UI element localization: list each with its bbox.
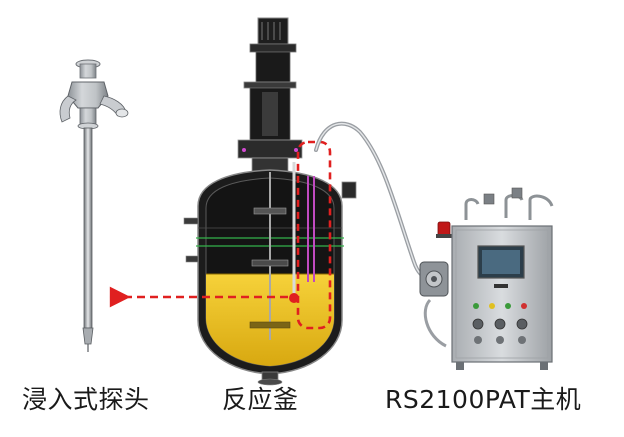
host-caption: RS2100PAT主机 <box>385 385 582 414</box>
reactor-vessel-icon <box>183 17 357 386</box>
analyzer-cabinet-icon <box>419 187 554 370</box>
immersion-probe-icon <box>59 59 129 352</box>
reactor-caption: 反应釜 <box>222 385 299 414</box>
probe-caption: 浸入式探头 <box>22 385 150 414</box>
probe-insertion-highlight <box>289 140 332 330</box>
